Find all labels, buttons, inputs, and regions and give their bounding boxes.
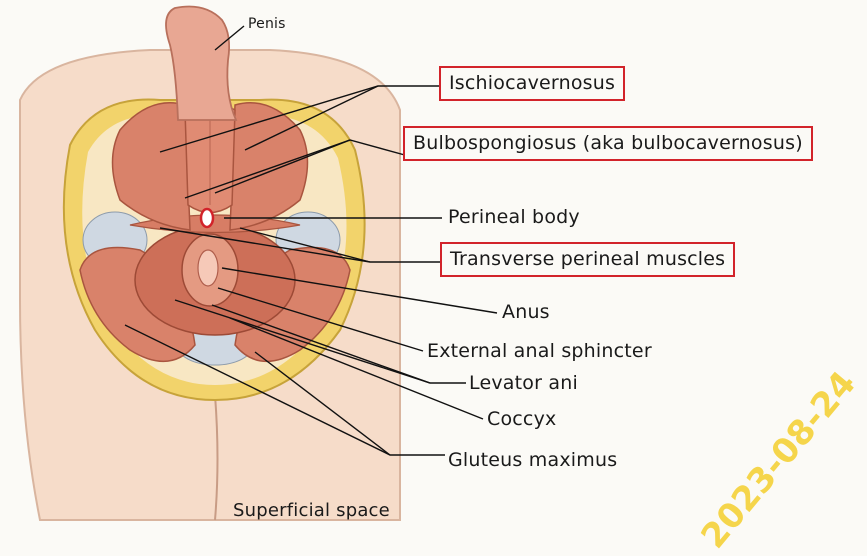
label-external-anal-sphincter: External anal sphincter bbox=[427, 342, 652, 361]
label-levator-ani: Levator ani bbox=[469, 374, 578, 393]
perineal-body bbox=[201, 209, 213, 227]
label-penis: Penis bbox=[248, 17, 286, 31]
label-ischiocavernosus: Ischiocavernosus bbox=[439, 66, 625, 101]
label-transverse-perineal: Transverse perineal muscles bbox=[440, 242, 735, 277]
anatomy-diagram bbox=[0, 0, 867, 532]
label-anus: Anus bbox=[502, 303, 550, 322]
anus bbox=[198, 250, 218, 286]
label-bulbospongiosus: Bulbospongiosus (aka bulbocavernosus) bbox=[403, 126, 813, 161]
label-coccyx: Coccyx bbox=[487, 410, 556, 429]
label-perineal-body: Perineal body bbox=[448, 208, 580, 227]
penis bbox=[166, 7, 236, 121]
label-gluteus-maximus: Gluteus maximus bbox=[448, 451, 617, 470]
caption: Superficial space bbox=[233, 502, 390, 520]
